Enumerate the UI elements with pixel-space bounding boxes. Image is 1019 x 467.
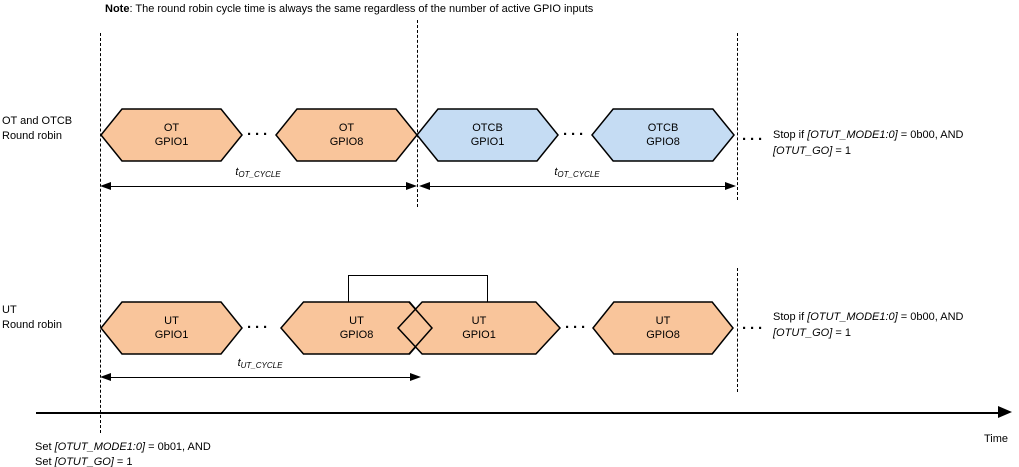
hex-label: OT GPIO8 (276, 109, 417, 161)
hex-label: OTCB GPIO1 (417, 109, 558, 161)
crossing-lines (409, 302, 432, 354)
stop-condition-line1: Stop if [OTUT_MODE1:0] = 0b00, AND (773, 311, 964, 323)
arrowhead-left (100, 182, 111, 190)
hex-label: UT GPIO1 (398, 302, 560, 354)
ot-cycle-label-1: tOT_CYCLE (235, 166, 281, 179)
crossing-edge-overlay (409, 302, 432, 354)
row2-label: UT Round robin (2, 303, 62, 333)
hex-shape (398, 302, 560, 354)
hex-label-line1: UT (349, 315, 364, 327)
hex-label-line2: GPIO8 (646, 136, 680, 148)
hex-label-line2: GPIO8 (646, 329, 680, 341)
hex-label-line1: OTCB (647, 122, 679, 134)
hex-ot-gpio1: OT GPIO1 (101, 109, 242, 161)
hex-label: OT GPIO1 (101, 109, 242, 161)
row2-stop-condition: Stop if [OTUT_MODE1:0] = 0b00, AND [OTUT… (773, 309, 963, 341)
hex-label-line1: UT (164, 315, 179, 327)
arrowhead-left (419, 182, 430, 190)
hex-label-line2: GPIO8 (339, 329, 374, 341)
hex-ut-gpio8-a: UT GPIO8 (281, 302, 432, 354)
ellipsis-dots: ··· (247, 126, 271, 143)
hex-shape (101, 302, 242, 354)
ellipsis-dots: ··· (742, 131, 766, 148)
hex-label: UT GPIO8 (281, 302, 432, 354)
arrow-line (427, 186, 728, 188)
dashed-line-cycle-start (100, 33, 101, 433)
hex-label: UT GPIO1 (101, 302, 242, 354)
arrow-line (108, 186, 409, 188)
stop-condition-line1: Stop if [OTUT_MODE1:0] = 0b00, AND (773, 129, 964, 141)
dashed-line-row1-end (737, 33, 738, 200)
hex-label: OTCB GPIO8 (592, 109, 734, 161)
row2-label-line1: UT (2, 304, 17, 316)
hex-label-line1: OT (163, 122, 180, 134)
ellipsis-dots: ··· (563, 126, 587, 143)
hex-ut-gpio8-b: UT GPIO8 (593, 302, 733, 354)
stop-condition-line2: [OTUT_GO] = 1 (773, 145, 851, 157)
hex-ut-gpio1-b: UT GPIO1 (398, 302, 560, 354)
ut-cycle-label: tUT_CYCLE (237, 357, 283, 370)
ellipsis-dots: ··· (742, 320, 766, 337)
dashed-line-row2-end (737, 268, 738, 392)
arrowhead-right (725, 182, 736, 190)
dashed-line-ot-otcb-boundary (417, 20, 418, 207)
hex-shape (101, 109, 242, 161)
hex-label-line2: GPIO8 (329, 136, 364, 148)
time-axis-line (36, 411, 1000, 414)
hex-label-line1: UT (471, 315, 487, 327)
hex-label-line2: GPIO1 (154, 136, 189, 148)
hex-label-line2: GPIO1 (470, 136, 505, 148)
row1-label-line1: OT and OTCB (2, 115, 73, 127)
hex-label: UT GPIO8 (593, 302, 733, 354)
wraparound-connector (348, 275, 488, 303)
note-text: Note: The round robin cycle time is alwa… (105, 3, 594, 15)
row1-label-line2: Round robin (2, 130, 62, 142)
ellipsis-dots: ··· (247, 319, 271, 336)
ot-cycle-arrow-1 (100, 182, 417, 191)
hex-ut-gpio1-a: UT GPIO1 (101, 302, 242, 354)
ot-cycle-label-2: tOT_CYCLE (554, 166, 600, 179)
arrow-line (108, 377, 413, 379)
start-condition-line1: Set [OTUT_MODE1:0] = 0b01, AND (35, 441, 211, 453)
time-axis-label: Time (984, 433, 1009, 445)
hex-label-line2: GPIO1 (462, 329, 496, 341)
start-condition: Set [OTUT_MODE1:0] = 0b01, AND Set [OTUT… (35, 440, 211, 467)
ut-cycle-arrow (100, 373, 421, 382)
time-axis (36, 406, 1012, 419)
ellipsis-dots: ··· (565, 319, 589, 336)
hex-otcb-gpio8: OTCB GPIO8 (592, 109, 734, 161)
stop-condition-line2: [OTUT_GO] = 1 (773, 327, 851, 339)
hex-label-line1: OT (338, 122, 355, 134)
hex-shape (592, 109, 734, 161)
start-condition-line2: Set [OTUT_GO] = 1 (35, 456, 133, 467)
hex-label-line2: GPIO1 (154, 329, 189, 341)
ot-cycle-arrow-2 (419, 182, 736, 191)
hex-otcb-gpio1: OTCB GPIO1 (417, 109, 558, 161)
hex-shape (593, 302, 733, 354)
hex-shape (417, 109, 558, 161)
hex-label-line1: OTCB (472, 122, 503, 134)
hex-ot-gpio8: OT GPIO8 (276, 109, 417, 161)
hex-label-line1: UT (655, 315, 671, 327)
row1-label: OT and OTCB Round robin (2, 114, 72, 144)
arrowhead-left (100, 373, 111, 381)
arrowhead-right (410, 373, 421, 381)
time-axis-arrowhead (998, 406, 1012, 418)
row1-stop-condition: Stop if [OTUT_MODE1:0] = 0b00, AND [OTUT… (773, 127, 963, 159)
row2-label-line2: Round robin (2, 319, 62, 331)
arrowhead-right (406, 182, 417, 190)
